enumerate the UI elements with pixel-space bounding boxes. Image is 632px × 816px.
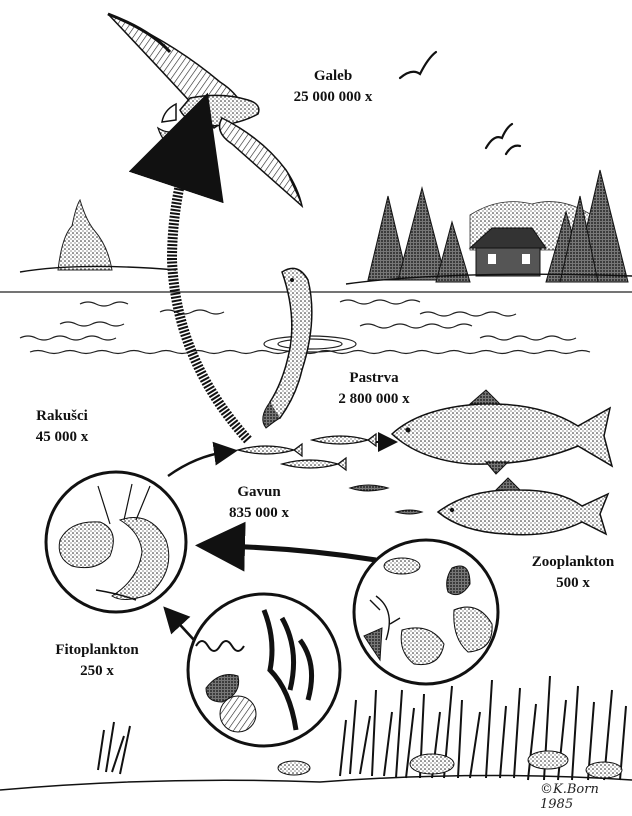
- arrow-rakusci-to-gavun: [168, 452, 226, 476]
- flying-birds: [400, 52, 520, 154]
- label-rakusci: Rakušci 45 000 x: [14, 406, 110, 448]
- zooplankton-name: Zooplankton: [518, 552, 628, 573]
- arrow-gavun-to-galeb: [172, 140, 248, 440]
- gavun-name: Gavun: [204, 482, 314, 503]
- fitoplankton-name: Fitoplankton: [42, 640, 152, 661]
- seagull-drawing: [108, 14, 302, 206]
- pastrva-name: Pastrva: [314, 368, 434, 389]
- left-shore-bush: [20, 200, 176, 272]
- rakusci-factor: 45 000 x: [14, 427, 110, 448]
- arrow-zooplankton-to-rakusci: [220, 546, 376, 560]
- galeb-name: Galeb: [268, 66, 398, 87]
- gavun-factor: 835 000 x: [204, 503, 314, 524]
- phytoplankton-circle: [188, 594, 340, 746]
- fitoplankton-factor: 250 x: [42, 661, 152, 682]
- crustacean-circle: [46, 472, 186, 612]
- water-surface: [0, 292, 632, 354]
- label-zooplankton: Zooplankton 500 x: [518, 552, 628, 594]
- zooplankton-circle: [354, 540, 498, 684]
- medium-trout: [438, 478, 608, 535]
- artist-signature: ©K.Born 1985: [540, 782, 632, 812]
- label-gavun: Gavun 835 000 x: [204, 482, 314, 524]
- label-pastrva: Pastrva 2 800 000 x: [314, 368, 434, 410]
- arrow-fitoplankton-to-rakusci: [172, 616, 194, 640]
- right-shore-forest: [346, 170, 632, 284]
- zooplankton-factor: 500 x: [518, 573, 628, 594]
- label-fitoplankton: Fitoplankton 250 x: [42, 640, 152, 682]
- pastrva-factor: 2 800 000 x: [314, 389, 434, 410]
- rakusci-name: Rakušci: [14, 406, 110, 427]
- galeb-factor: 25 000 000 x: [268, 87, 398, 108]
- label-galeb: Galeb 25 000 000 x: [268, 66, 398, 108]
